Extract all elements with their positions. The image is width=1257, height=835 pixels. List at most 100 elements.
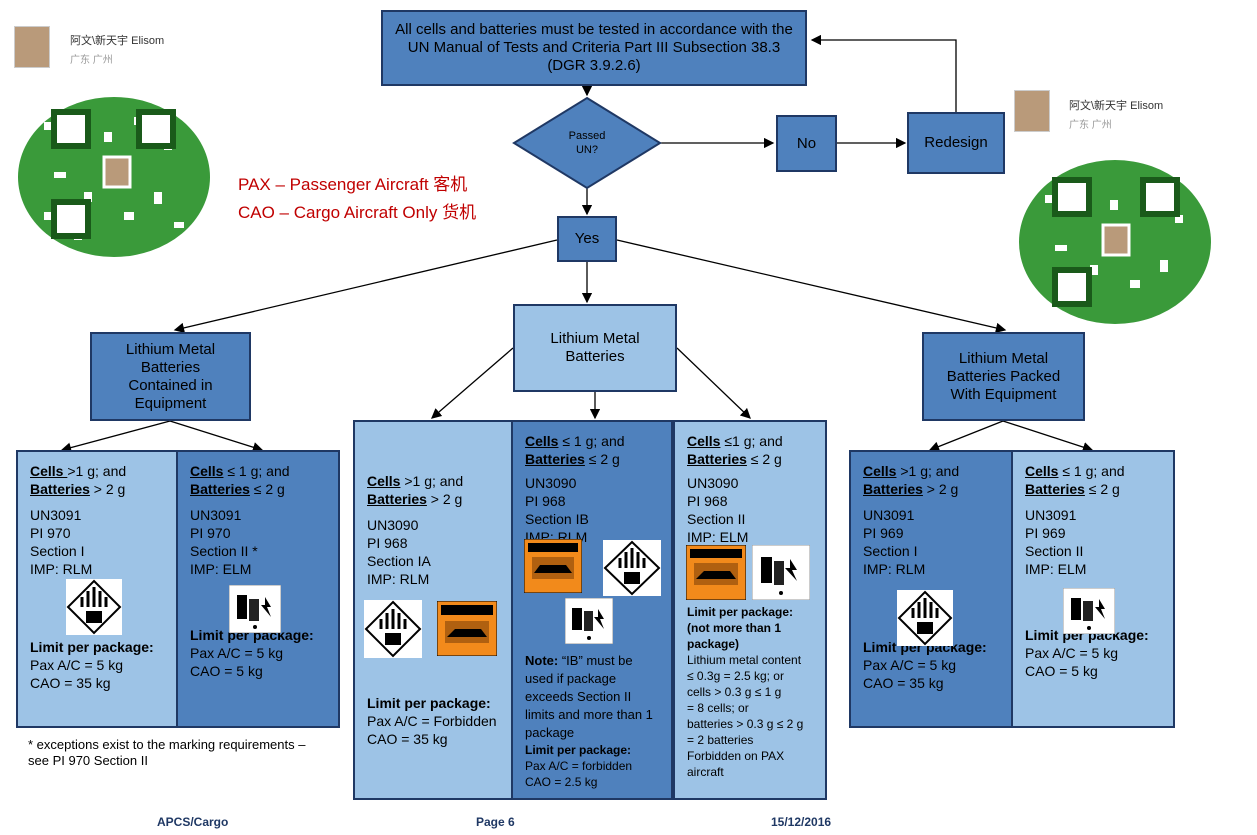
test-requirement-box: All cells and batteries must be tested i… [381,10,807,86]
avatar-right [1014,90,1050,132]
cells-condition: ≤1 g; and [720,433,783,449]
packing-instruction: PI 970 [30,525,71,541]
detail-line: Forbidden on PAX [687,749,785,763]
yes-text: Yes [574,230,600,247]
redesign-text: Redesign [924,134,988,151]
profile-right-location: 广东 广州 [1069,120,1112,131]
legend-pax: PAX – Passenger Aircraft 客机 [238,175,468,194]
redesign-box: Redesign [907,112,1005,174]
no-text: No [796,134,817,152]
category-left-text: Lithium Metal Batteries Contained in Equ… [125,340,216,412]
cells-label: Cells [863,463,897,479]
battery-mark-icon [565,598,613,644]
imp-code: IMP: RLM [367,571,430,587]
cao-limit: CAO = 5 kg [1025,663,1098,679]
batteries-condition: > 2 g [89,481,126,497]
un-number: UN3091 [190,507,242,523]
detail-line: = 2 batteries [687,733,754,747]
un-number: UN3090 [525,475,577,491]
column-section-ii-packed: Cells ≤1 g; and Batteries ≤ 2 g UN3090 P… [673,420,827,800]
section: Section II [687,511,746,527]
column-packed-section-ii: Cells ≤ 1 g; and Batteries ≤ 2 g UN3091 … [1011,450,1175,728]
category-packed-with-equipment: Lithium Metal Batteries Packed With Equi… [922,332,1085,421]
battery-mark-icon [1063,588,1115,634]
class9-hazard-label-icon [897,590,953,646]
battery-mark-icon [229,585,281,633]
un-number: UN3091 [1025,507,1077,523]
class9-hazard-label-icon [364,600,422,658]
yes-box: Yes [557,216,617,262]
decision-label: Passed UN? [557,126,617,160]
profile-left: 阿文\新天宇 Elisom 广东 广州 [70,32,164,66]
column-contained-section-i: Cells >1 g; and Batteries > 2 g UN3091 P… [16,450,178,728]
batteries-label: Batteries [525,451,585,467]
profile-right-name: 阿文\新天宇 Elisom [1069,100,1164,112]
test-requirement-text: All cells and batteries must be tested i… [395,21,793,74]
batteries-label: Batteries [367,491,427,507]
un-number: UN3090 [687,475,739,491]
category-middle-text: Lithium Metal Batteries [550,330,640,365]
category-lithium-metal: Lithium Metal Batteries [513,304,677,392]
profile-left-location: 广东 广州 [70,55,113,66]
profile-left-name: 阿文\新天宇 Elisom [70,35,165,47]
footer-page: Page 6 [476,815,515,829]
cells-condition: ≤ 1 g; and [558,433,625,449]
section: Section II [1025,543,1084,559]
packing-instruction: PI 968 [367,535,408,551]
pax-limit: Pax A/C = 5 kg [190,645,283,661]
imp-code: IMP: RLM [863,561,926,577]
limit-heading: Limit per package: [1025,627,1149,643]
cao-limit: CAO = 2.5 kg [525,775,598,789]
note-label: Note: [525,653,559,668]
detail-line: batteries > 0.3 g ≤ 2 g [687,717,804,731]
qr-code-right [1019,160,1211,324]
footer-left: APCS/Cargo [157,815,229,829]
footnote: * exceptions exist to the marking requir… [28,737,306,768]
section: Section IB [525,511,589,527]
cao-limit: CAO = 35 kg [863,675,944,691]
cells-label: Cells [367,473,401,489]
decision-diamond [512,96,662,190]
legend-cao: CAO – Cargo Aircraft Only 货机 [238,203,477,222]
avatar-left [14,26,50,68]
cells-label: Cells [687,433,721,449]
legend: PAX – Passenger Aircraft 客机 CAO – Cargo … [238,171,476,227]
detail-line: Lithium metal content [687,653,802,667]
batteries-condition: ≤ 2 g [249,481,285,497]
limit-heading: Limit per package: (not more than 1 pack… [687,605,794,651]
cells-condition: >1 g; and [896,463,960,479]
section: Section I [863,543,918,559]
section: Section IA [367,553,431,569]
batteries-label: Batteries [687,451,747,467]
cargo-aircraft-only-label-icon [437,601,497,656]
un-number: UN3090 [367,517,419,533]
section: Section I [30,543,85,559]
cells-condition: ≤ 1 g; and [1058,463,1125,479]
packing-instruction: PI 970 [190,525,231,541]
batteries-condition: ≤ 2 g [1084,481,1120,497]
no-box: No [776,115,837,172]
footer-date: 15/12/2016 [771,815,832,829]
detail-line: aircraft [687,765,724,779]
imp-code: IMP: ELM [687,529,749,545]
cao-limit: CAO = 5 kg [190,663,263,679]
cells-condition: >1 g; and [67,463,127,479]
packing-instruction: PI 969 [863,525,904,541]
batteries-label: Batteries [30,481,90,497]
limit-heading: Limit per package: [863,639,987,655]
detail-line: cells > 0.3 g ≤ 1 g [687,685,782,699]
note-text: “IB” must be used if package exceeds Sec… [525,653,653,740]
qr-code-left [18,97,210,257]
section: Section II * [190,543,258,559]
cells-label: Cells [190,463,224,479]
batteries-condition: ≤ 2 g [584,451,620,467]
batteries-condition: ≤ 2 g [746,451,782,467]
packing-instruction: PI 968 [525,493,566,509]
batteries-label: Batteries [1025,481,1085,497]
cao-limit: CAO = 35 kg [367,731,448,747]
pax-limit: Pax A/C = Forbidden [367,713,497,729]
profile-right: 阿文\新天宇 Elisom 广东 广州 [1069,97,1163,131]
column-packed-section-i: Cells >1 g; and Batteries > 2 g UN3091 P… [849,450,1013,728]
column-section-ib: Cells ≤ 1 g; and Batteries ≤ 2 g UN3090 … [511,420,673,800]
cells-condition: >1 g; and [400,473,464,489]
